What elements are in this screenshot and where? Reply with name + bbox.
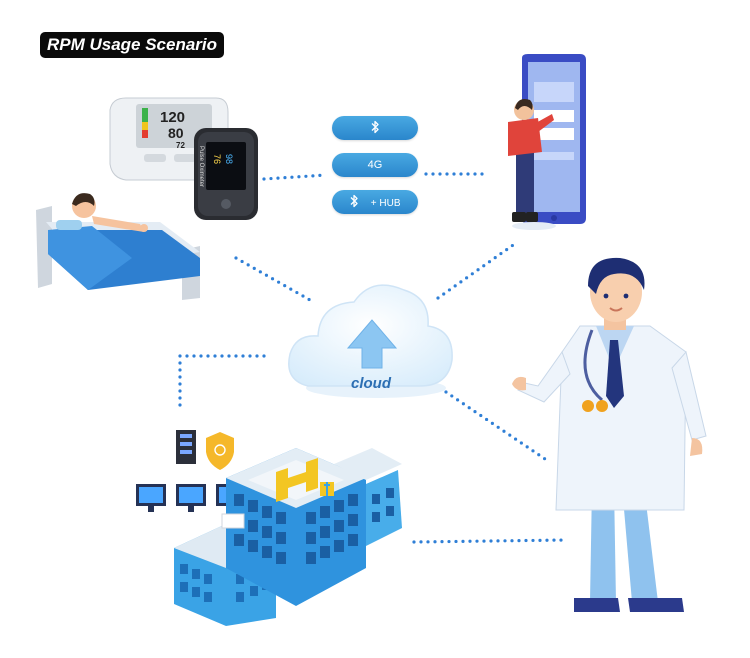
bp-reading-mid: 80 [168, 125, 184, 141]
doctor-figure [512, 257, 707, 612]
phone-with-user [508, 54, 586, 230]
hub-label: + HUB [370, 198, 401, 209]
bluetooth-icon [349, 194, 362, 209]
bluetooth-hub-pill: + HUB [332, 190, 418, 214]
line-cloud-to-phone [436, 241, 518, 300]
line-cloud-to-hospital [178, 354, 266, 414]
cloud-icon [288, 284, 453, 398]
cloud-label: cloud [351, 375, 391, 392]
line-devices-to-pills [262, 173, 328, 181]
server-icon [176, 430, 196, 464]
pulse-oximeter: 98 76 Pulse Oximeter [194, 128, 258, 220]
4g-label: 4G [367, 159, 383, 171]
oximeter-value-2: 76 [212, 154, 222, 164]
line-devices-to-cloud [234, 256, 312, 302]
scenario-title: RPM Usage Scenario [40, 32, 224, 58]
bp-reading-top: 120 [160, 109, 185, 126]
4g-pill: 4G [332, 153, 418, 177]
bluetooth-icon [370, 120, 380, 135]
oximeter-brand: Pulse Oximeter [198, 146, 204, 187]
security-shield-icon [206, 432, 234, 470]
line-hospital-to-doctor [412, 538, 568, 544]
oximeter-value-1: 98 [224, 154, 234, 164]
line-cloud-to-doctor [444, 390, 550, 463]
hospital-building [174, 448, 402, 626]
bp-reading-low: 72 [176, 141, 185, 150]
patient-in-bed [36, 193, 200, 300]
bluetooth-pill [332, 116, 418, 140]
blood-pressure-monitor: 120 80 72 [109, 97, 229, 181]
